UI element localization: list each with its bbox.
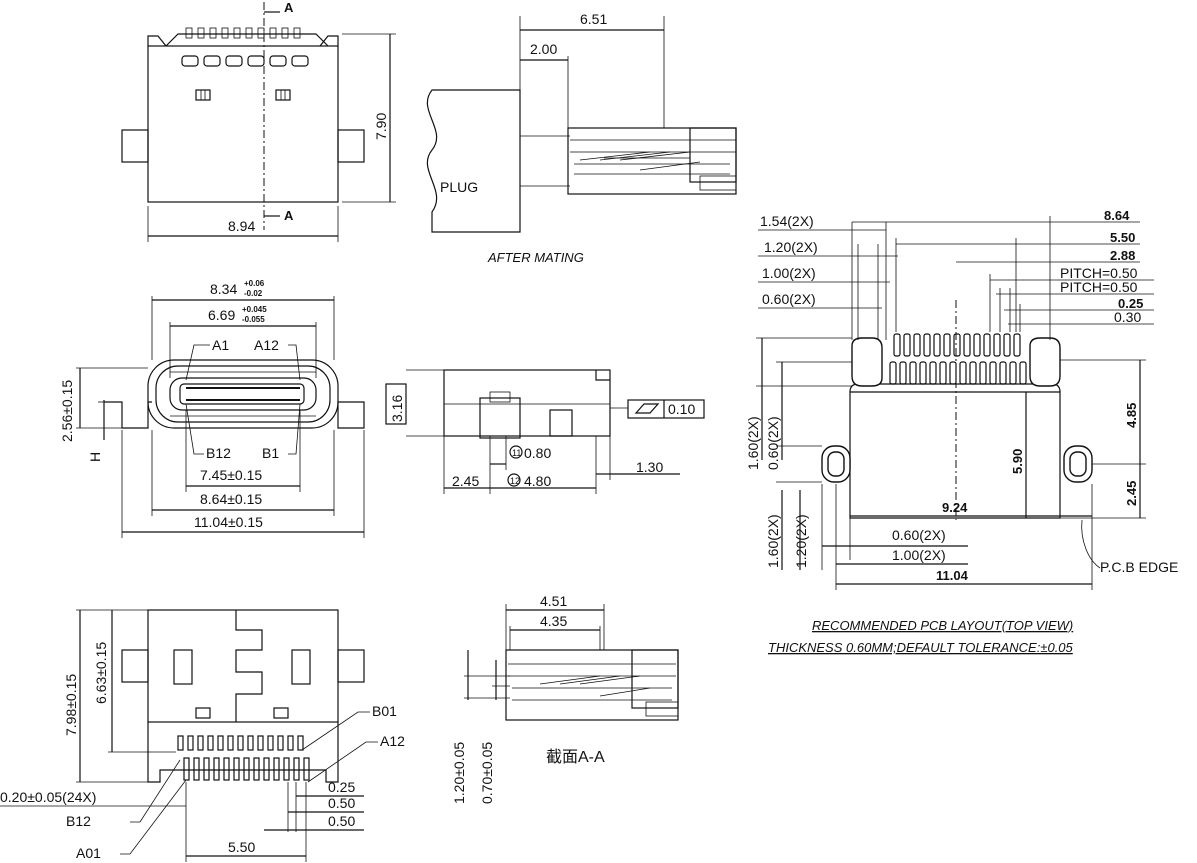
- pcb-dim-924: 9.24: [942, 500, 968, 515]
- pin-b1: B1: [262, 445, 279, 461]
- pcb-dim-485: 4.85: [1124, 403, 1139, 428]
- pcb-layout-note: THICKNESS 0.60MM;DEFAULT TOLERANCE:±0.05: [768, 640, 1074, 655]
- pcb-dim-030: 0.30: [1114, 309, 1141, 325]
- bottom-dim-550: 5.50: [228, 839, 255, 855]
- pcb-layout-view: 1.54(2X) 1.20(2X) 1.00(2X) 0.60(2X) 8.64…: [745, 208, 1178, 655]
- dim-834: 8.34: [210, 281, 237, 297]
- pin-a12: A12: [254, 337, 279, 353]
- pcb-dim-160-left: 1.60(2X): [745, 416, 761, 470]
- dim-1104: 11.04±0.15: [194, 514, 263, 530]
- svg-text:-0.02: -0.02: [244, 289, 263, 298]
- svg-text:+0.06: +0.06: [244, 279, 265, 288]
- dim-080: 0.80: [524, 445, 551, 461]
- pcb-dim-154: 1.54(2X): [760, 213, 814, 229]
- pcb-dim-100: 1.00(2X): [762, 265, 816, 281]
- pcb-dim-160-b: 1.60(2X): [765, 514, 781, 568]
- section-dim-435: 4.35: [540, 613, 567, 629]
- after-mating-view: PLUG 6.51 2.00 AFTER MATING: [426, 11, 737, 265]
- pcb-dim-245: 2.45: [1124, 481, 1139, 506]
- top-pins: [185, 27, 301, 39]
- pcb-dim-060-left: 0.60(2X): [765, 416, 781, 470]
- section-dim-120: 1.20±0.05: [451, 742, 467, 804]
- dim-020-24x: 0.20±0.05(24X): [0, 789, 96, 805]
- dim-200: 2.00: [530, 41, 557, 57]
- label-b01: B01: [372, 703, 397, 719]
- after-mating-caption: AFTER MATING: [487, 250, 584, 265]
- pcb-pads-bottom: [889, 361, 1027, 385]
- pcb-dim-120-b: 1.20(2X): [793, 514, 809, 568]
- front-view: A1 A12 B12 B1 8.34 +0.06 -0.02 6.69 +0.0…: [59, 279, 365, 538]
- pcb-dim-120: 1.20(2X): [764, 239, 818, 255]
- section-mark-top: A: [284, 0, 294, 15]
- dim-256: 2.56±0.15: [59, 380, 75, 442]
- section-dim-451: 4.51: [540, 593, 567, 609]
- svg-text:+0.045: +0.045: [242, 305, 267, 314]
- dim-663: 6.63±0.15: [93, 642, 109, 704]
- bottom-pins-row2: [183, 757, 310, 781]
- pin-a1: A1: [212, 337, 229, 353]
- svg-text:-0.055: -0.055: [242, 315, 265, 324]
- pcb-dim-100-b: 1.00(2X): [892, 547, 946, 563]
- pcb-dim-864: 8.64: [1104, 208, 1130, 223]
- pcb-layout-title: RECOMMENDED PCB LAYOUT(TOP VIEW): [812, 618, 1073, 633]
- dim-669: 6.69: [208, 307, 235, 323]
- bottom-pins-row1: [177, 735, 304, 751]
- section-dim-070: 0.70±0.05: [479, 742, 495, 804]
- label-b12: B12: [66, 813, 91, 829]
- plug-label: PLUG: [440, 179, 478, 195]
- section-mark-bottom: A: [284, 208, 294, 223]
- bottom-view: 7.98±0.15 6.63±0.15 B01 A12 0.20±0.05(24…: [0, 609, 405, 862]
- side-view: 3.16 0.10 11 0.80 12 4.80 2.45 1.30: [385, 369, 705, 494]
- dim-651: 6.51: [580, 11, 607, 27]
- pcb-dim-1104: 11.04: [936, 568, 969, 583]
- pcb-pitch-2: PITCH=0.50: [1060, 279, 1138, 295]
- pcb-pitch-1: PITCH=0.50: [1060, 265, 1138, 281]
- pcb-dim-025: 0.25: [1118, 296, 1143, 311]
- pcb-dim-550: 5.50: [1110, 230, 1135, 245]
- circle-12: 12: [510, 476, 520, 486]
- pcb-dim-060: 0.60(2X): [762, 291, 816, 307]
- pcb-pads-top: [893, 333, 1021, 357]
- pcb-dim-288: 2.88: [1110, 248, 1135, 263]
- label-a12: A12: [380, 733, 405, 749]
- section-caption: 截面A-A: [546, 748, 605, 766]
- bottom-dim-025: 0.25: [328, 779, 355, 795]
- pcb-edge-label: P.C.B EDGE: [1100, 559, 1178, 575]
- top-view: A A 7.90 8.94: [121, 0, 396, 242]
- dim-798: 7.98±0.15: [63, 674, 79, 736]
- dim-height-790: 7.90: [373, 113, 389, 140]
- dim-245: 2.45: [452, 473, 479, 489]
- pin-b12: B12: [206, 445, 231, 461]
- dim-745: 7.45±0.15: [200, 467, 262, 483]
- section-view: 4.51 4.35 1.20±0.05 0.70±0.05 截面A-A: [451, 593, 679, 804]
- dim-width-894: 8.94: [228, 218, 255, 234]
- dim-h: H: [87, 452, 103, 462]
- pcb-dim-060-b: 0.60(2X): [892, 527, 946, 543]
- top-window-holes: [181, 55, 309, 67]
- bottom-dim-050b: 0.50: [328, 813, 355, 829]
- circle-11: 11: [512, 448, 521, 458]
- flatness-value: 0.10: [668, 401, 695, 417]
- bottom-dim-050a: 0.50: [328, 795, 355, 811]
- dim-480: 4.80: [524, 473, 551, 489]
- pcb-dim-590: 5.90: [1010, 449, 1025, 474]
- dim-316: 3.16: [389, 395, 405, 422]
- label-a01: A01: [76, 845, 101, 861]
- dim-130: 1.30: [636, 459, 663, 475]
- dim-864: 8.64±0.15: [200, 491, 262, 507]
